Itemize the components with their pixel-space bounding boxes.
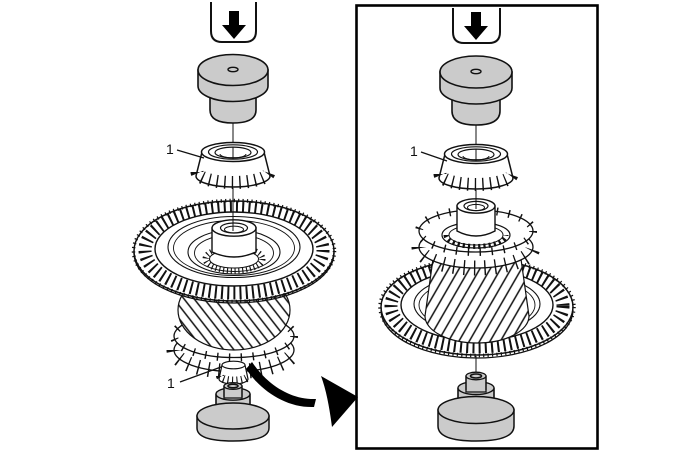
press-ram-outline — [210, 2, 257, 43]
press-ram-outline — [452, 8, 501, 44]
press-tool-upper-left — [197, 53, 269, 124]
arrow-down-icon — [464, 12, 488, 40]
tool-center-hole — [470, 68, 482, 75]
hub-cylinder — [456, 205, 496, 237]
support-tool-lower-right — [437, 371, 515, 442]
arrow-down-icon — [222, 11, 246, 39]
main-gear-tooth-tips — [131, 198, 337, 304]
bearing-balls — [443, 234, 509, 249]
support-tool-lower-left — [196, 381, 270, 442]
right-illustration: 1 — [355, 4, 599, 450]
bearing-rollers — [190, 169, 276, 189]
press-ram-upper-right — [452, 8, 501, 44]
press-ram-upper-left — [210, 2, 257, 43]
bearing-cone — [195, 151, 271, 188]
hub-bore — [219, 222, 249, 234]
left-illustration: 1 — [131, 2, 358, 442]
tool-center-hole — [227, 66, 239, 73]
panel-border — [355, 4, 599, 450]
callout-right: 1 — [410, 143, 418, 159]
callout-left-top: 1 — [166, 141, 174, 157]
main-gear-teeth — [384, 258, 570, 354]
callout-leader-left-top — [176, 149, 205, 159]
callout-leader-left-bottom — [179, 366, 222, 383]
next-step-curved-arrow-icon — [246, 362, 358, 427]
callout-left-bottom: 1 — [167, 375, 175, 391]
callout-leader-right — [420, 151, 448, 162]
bearing-rollers — [433, 171, 519, 191]
press-tool-upper-right — [439, 55, 513, 126]
pinion-gear — [424, 251, 530, 344]
bearing-upper-right — [433, 143, 519, 191]
bearing-cone — [438, 153, 514, 190]
gear-assembly-right — [378, 196, 576, 359]
gear-assembly-left — [131, 196, 337, 385]
main-gear-tooth-tips — [378, 256, 576, 358]
main-gear-teeth — [138, 200, 330, 300]
clutch-ring-teeth — [411, 245, 541, 276]
